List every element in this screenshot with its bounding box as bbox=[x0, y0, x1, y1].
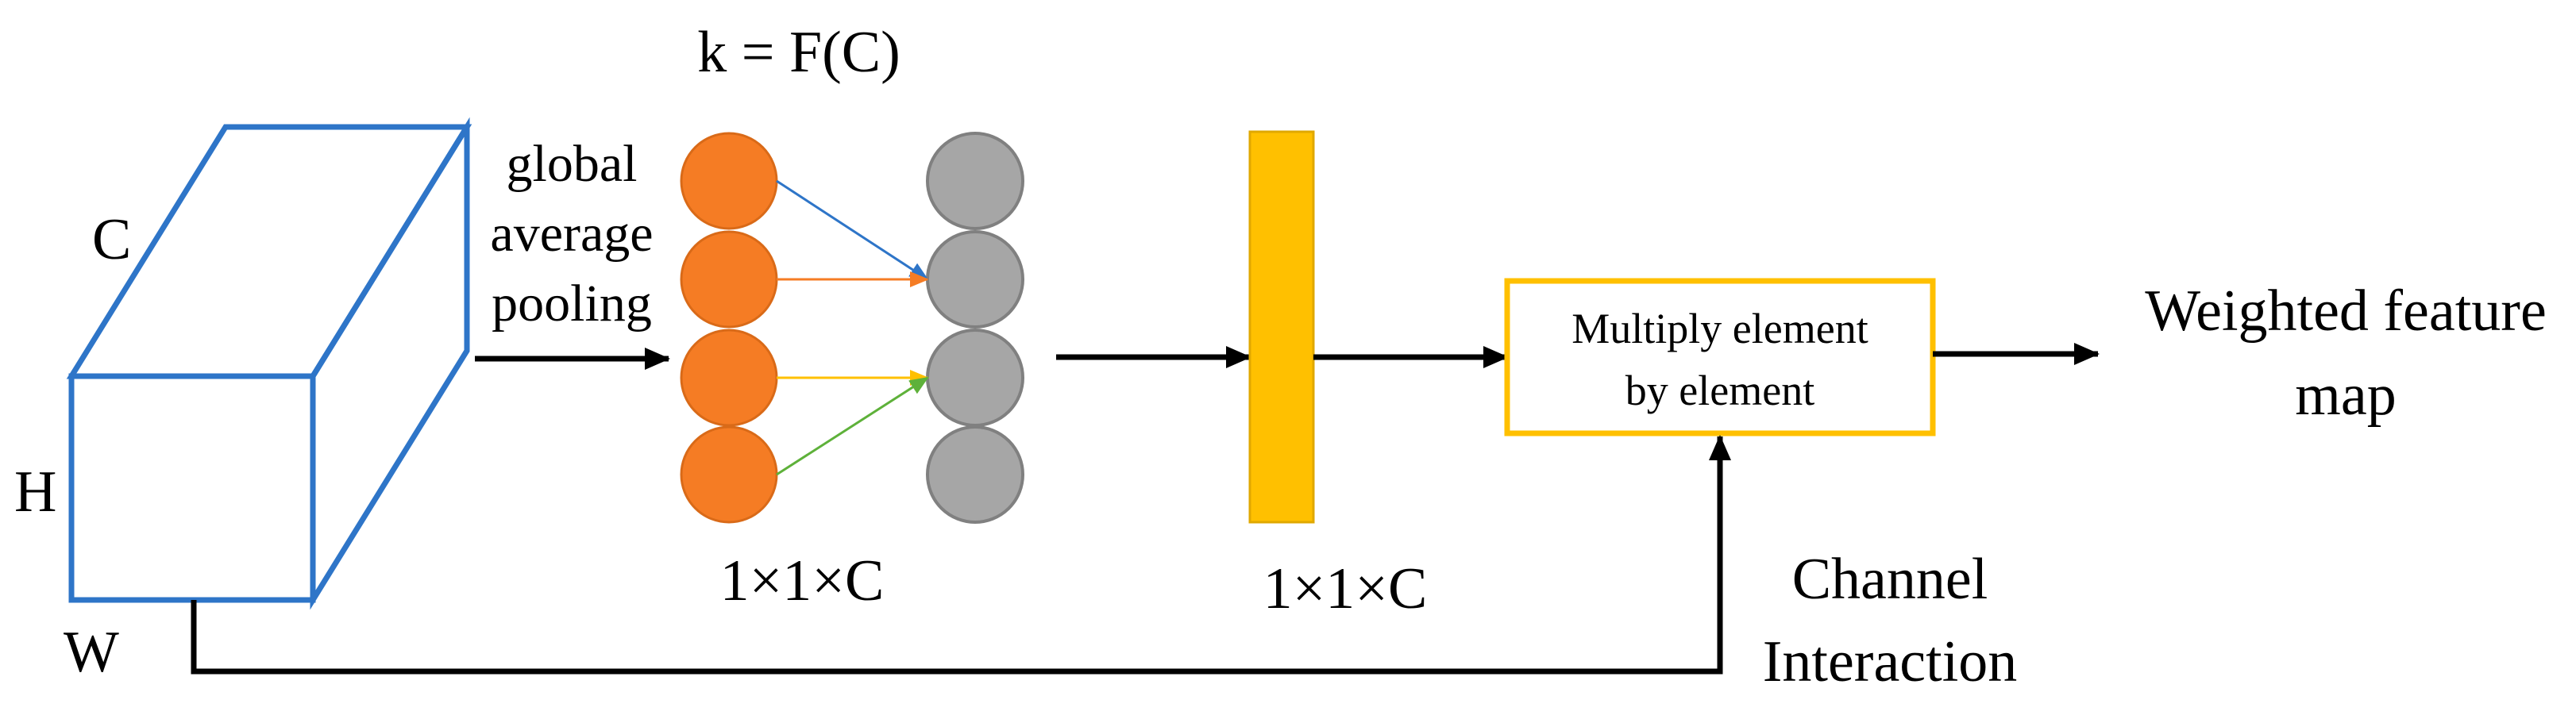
cube-side-face bbox=[310, 117, 470, 610]
orange-node bbox=[680, 425, 778, 524]
orange-node bbox=[680, 230, 778, 329]
shape-label-left: 1×1×C bbox=[720, 548, 885, 613]
output-label-line2: map bbox=[2295, 363, 2396, 428]
shape-label-right: 1×1×C bbox=[1263, 556, 1428, 621]
pooled-channel-nodes bbox=[680, 132, 778, 524]
conv-output-nodes bbox=[926, 132, 1024, 524]
link-blue bbox=[776, 179, 929, 281]
dim-w-label: W bbox=[64, 620, 119, 685]
orange-node bbox=[680, 329, 778, 427]
pooling-label-line2: average bbox=[490, 205, 653, 263]
pooling-label-line1: global bbox=[507, 135, 638, 193]
orange-node bbox=[680, 132, 778, 230]
skip-connection-arrow bbox=[191, 435, 1731, 675]
gray-node bbox=[926, 132, 1024, 230]
output-label-line1: Weighted feature bbox=[2145, 279, 2547, 344]
dim-h-label: H bbox=[14, 459, 56, 525]
pooling-label-line3: pooling bbox=[492, 275, 652, 333]
gray-node bbox=[926, 329, 1024, 427]
multiply-label-line1: Multiply element bbox=[1571, 305, 1868, 352]
channel-interaction-line1: Channel bbox=[1792, 547, 1988, 612]
channel-weight-bar bbox=[1248, 130, 1315, 524]
cube-front-face bbox=[68, 373, 316, 603]
gray-node bbox=[926, 230, 1024, 329]
gray-node bbox=[926, 425, 1024, 524]
multiply-box bbox=[1504, 278, 1936, 436]
link-green bbox=[776, 376, 929, 476]
channel-interaction-line2: Interaction bbox=[1763, 629, 2018, 694]
input-feature-cube bbox=[66, 117, 472, 610]
dim-c-label: C bbox=[92, 207, 131, 272]
multiply-label-line2: by element bbox=[1625, 367, 1814, 414]
formula-label: k = F(C) bbox=[697, 20, 900, 85]
